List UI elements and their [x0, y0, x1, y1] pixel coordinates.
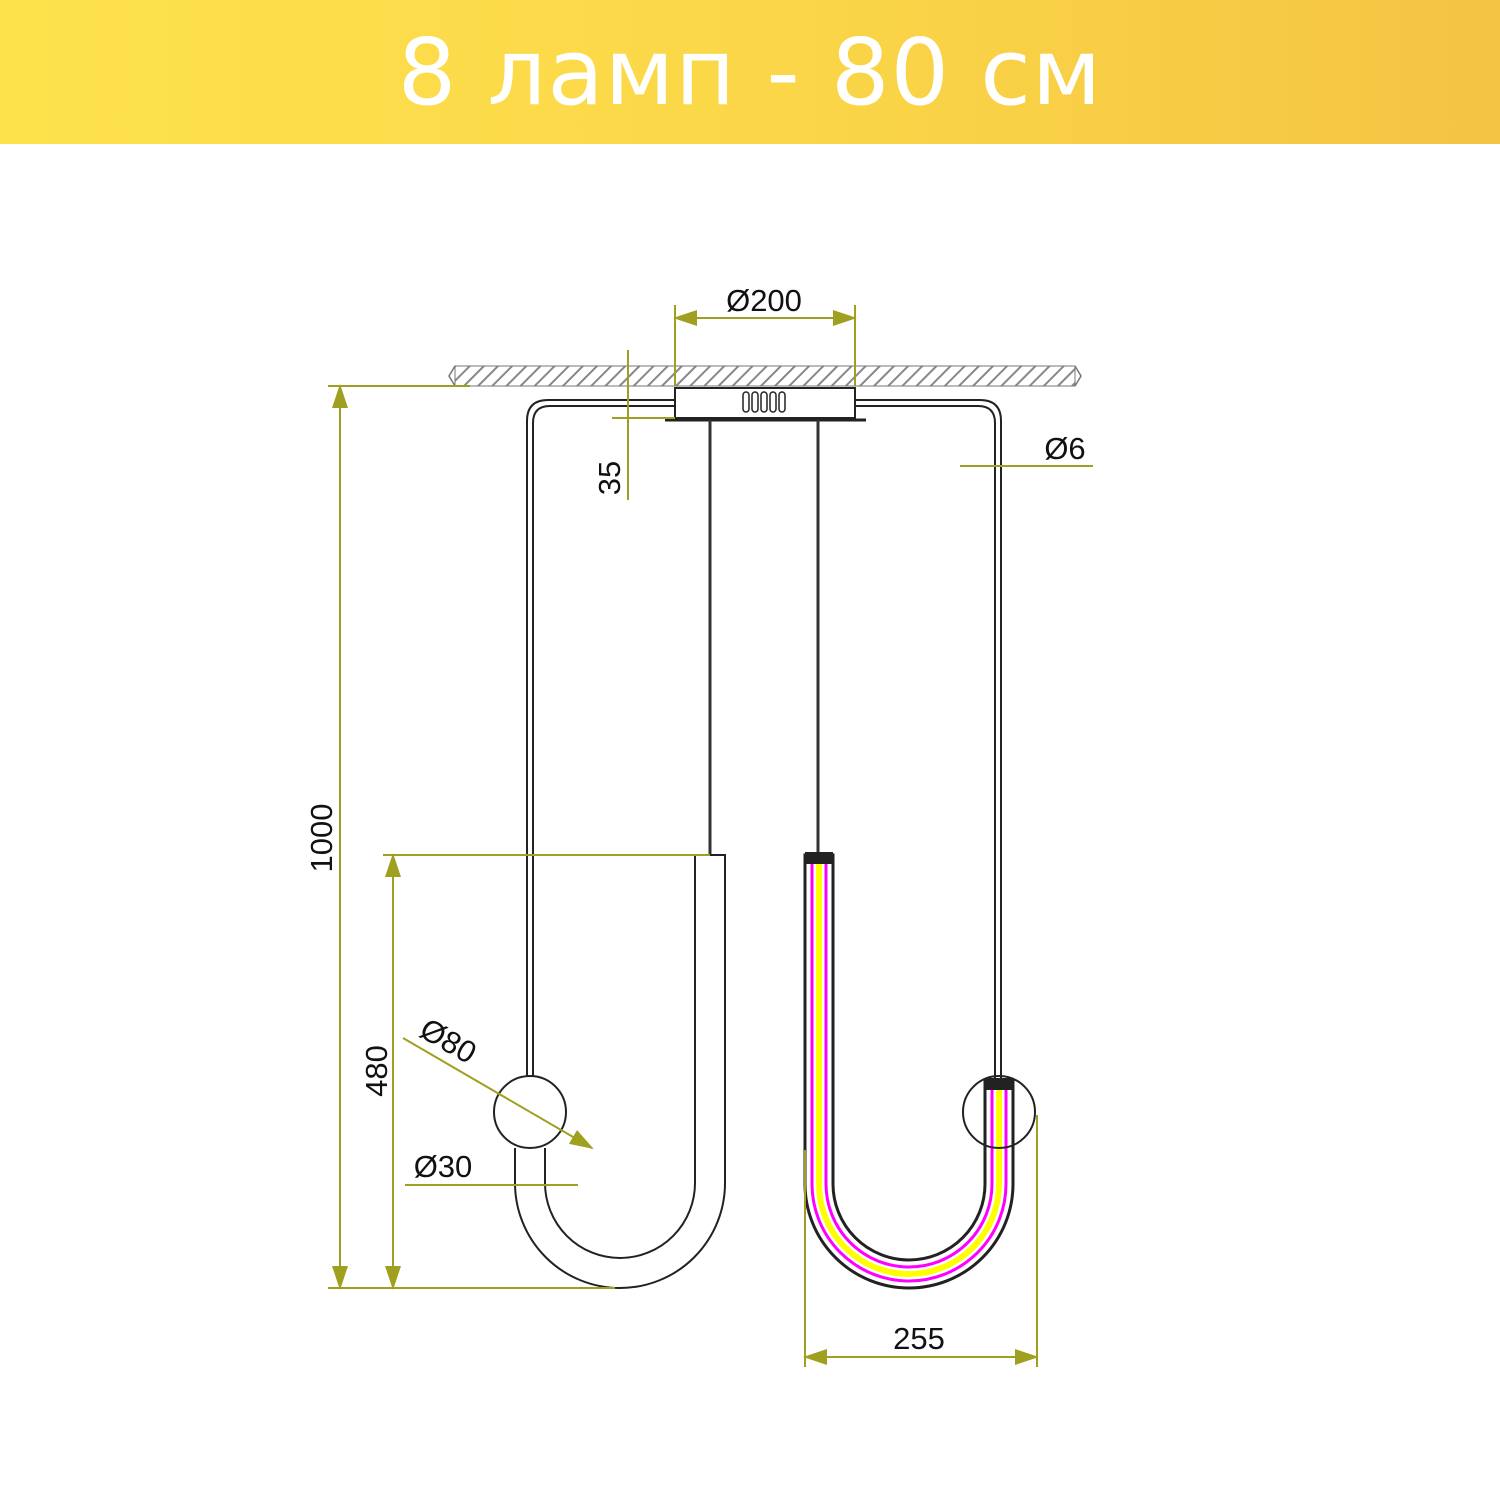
dim-lamp-width: 255: [893, 1321, 945, 1356]
banner-title: 8 ламп - 80 см: [397, 18, 1103, 126]
dim-canopy-height: 35: [592, 461, 627, 495]
dim-total-height: 1000: [304, 804, 339, 873]
dim-tube-diameter: Ø30: [414, 1149, 473, 1184]
canopy-vent: [742, 391, 786, 413]
dim-canopy-diameter: Ø200: [726, 283, 802, 318]
dimension-lines: [328, 305, 1093, 1367]
dim-rod-diameter: Ø6: [1044, 431, 1085, 466]
left-lamp: [493, 399, 726, 1289]
right-lamp: [803, 399, 1036, 1290]
led-strip-outer: [810, 862, 1008, 1283]
right-ball: [962, 1075, 1036, 1149]
ceiling: [448, 365, 1082, 387]
dim-lamp-height: 480: [359, 1045, 394, 1097]
led-strip-inner: [816, 862, 1002, 1277]
canopy: [665, 387, 866, 422]
left-ball: [493, 1075, 567, 1149]
dim-ball-diameter: Ø80: [414, 1011, 482, 1071]
title-banner: 8 ламп - 80 см: [0, 0, 1500, 144]
